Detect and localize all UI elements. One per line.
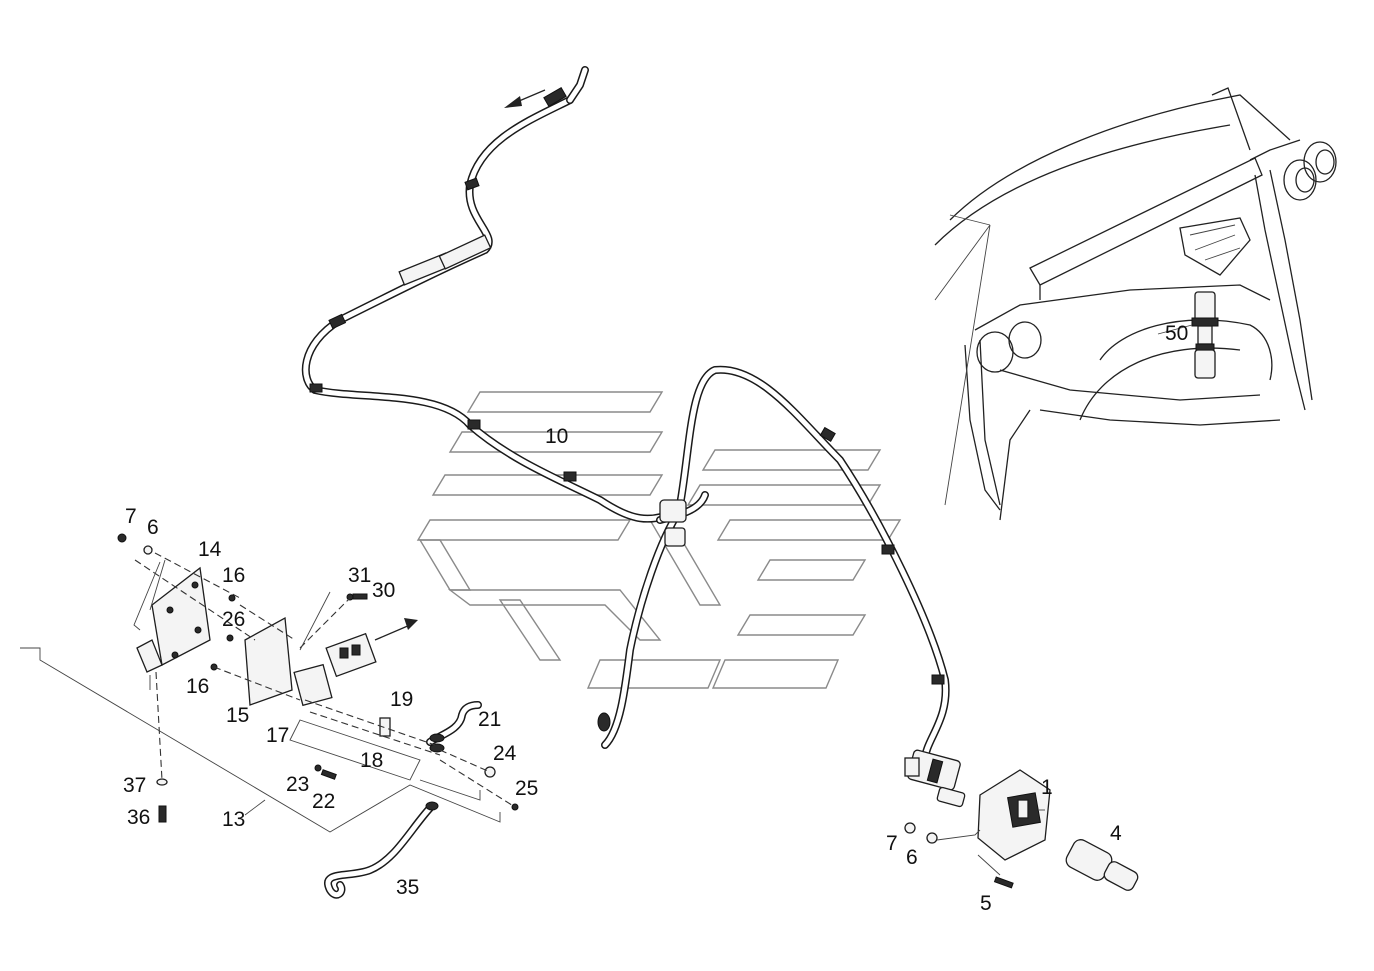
callout-13: 13 — [222, 808, 245, 831]
callout-6: 6 — [147, 516, 159, 539]
callout-15: 15 — [226, 704, 249, 727]
callout-5: 5 — [980, 892, 992, 915]
callout-22: 22 — [312, 790, 335, 813]
cable-35 — [324, 801, 439, 899]
callout-30: 30 — [372, 579, 395, 602]
callout-18: 18 — [360, 749, 383, 772]
callout-17: 17 — [266, 724, 289, 747]
part-50-fitting — [1157, 291, 1219, 379]
hose-10 — [301, 66, 950, 764]
callout-36: 36 — [127, 806, 150, 829]
callout-16: 16 — [186, 675, 209, 698]
callout-31: 31 — [348, 564, 371, 587]
callout-6: 6 — [906, 846, 918, 869]
callout-1: 1 — [1041, 776, 1053, 799]
callout-10: 10 — [545, 425, 568, 448]
direction-arrow-top — [504, 89, 546, 108]
direction-arrow-connector — [374, 618, 418, 641]
callout-4: 4 — [1110, 822, 1122, 845]
callout-37: 37 — [123, 774, 146, 797]
callout-16: 16 — [222, 564, 245, 587]
callout-25: 25 — [515, 777, 538, 800]
callout-7: 7 — [125, 505, 137, 528]
callout-24: 24 — [493, 742, 517, 765]
callout-labels: 10 50 7 6 14 16 31 30 26 16 15 17 19 21 … — [123, 322, 1188, 915]
callout-26: 26 — [222, 608, 245, 631]
callout-19: 19 — [390, 688, 413, 711]
callout-7: 7 — [886, 832, 898, 855]
callout-35: 35 — [396, 876, 419, 899]
callout-50: 50 — [1165, 322, 1188, 345]
bracket-assembly — [20, 533, 519, 833]
callout-14: 14 — [198, 538, 222, 561]
callout-23: 23 — [286, 773, 309, 796]
callout-21: 21 — [478, 708, 501, 731]
cab-outline — [934, 87, 1337, 521]
connector-assembly — [904, 749, 1139, 891]
